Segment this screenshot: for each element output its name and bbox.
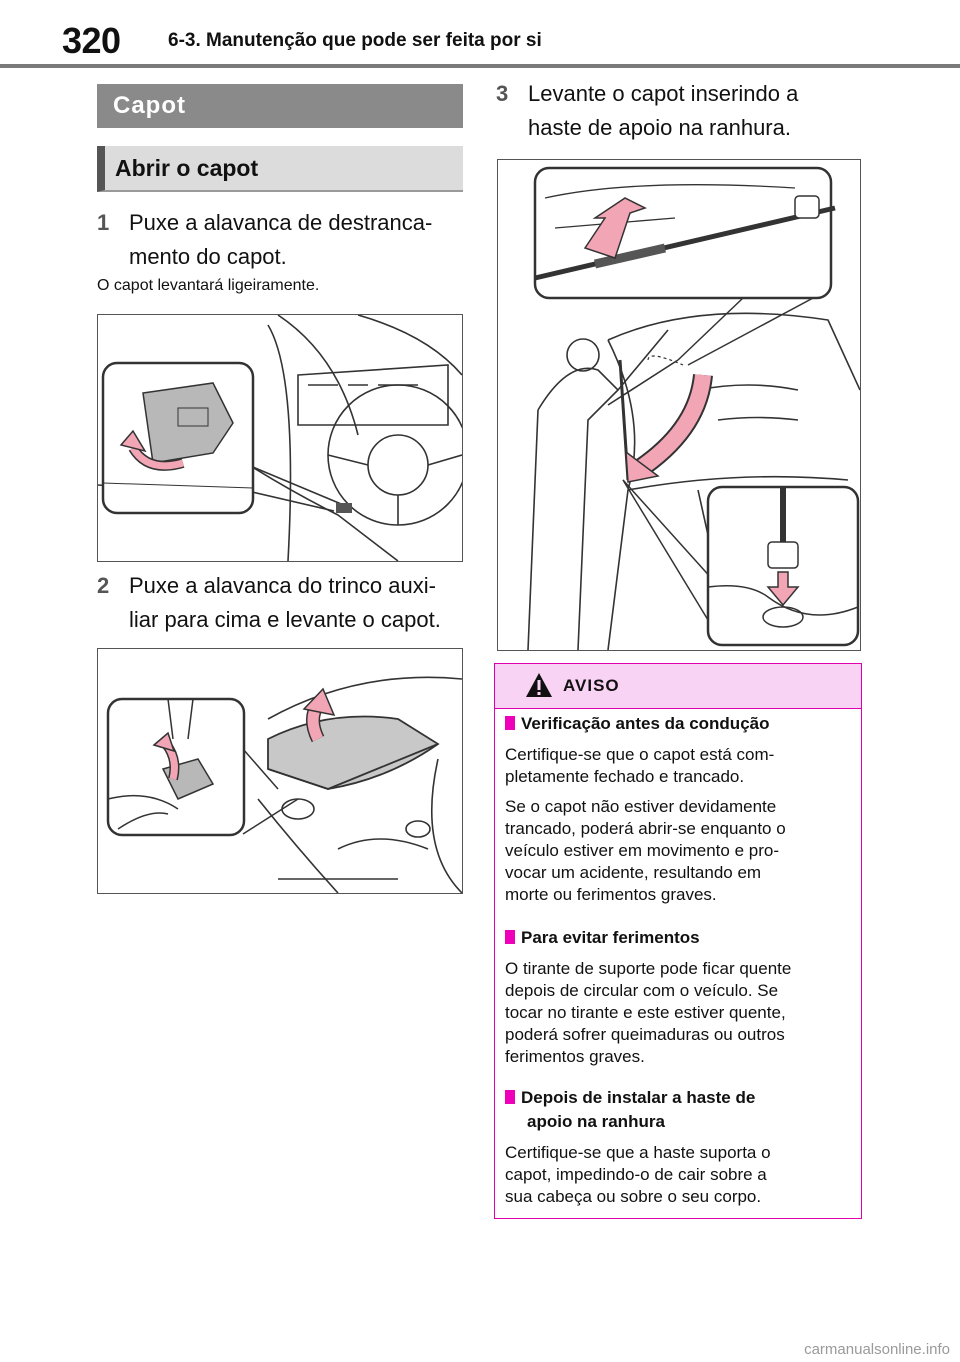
warning-paragraph: O tirante de suporte pode ficar quente d… <box>505 958 855 1068</box>
step-text-line: haste de apoio na ranhura. <box>528 115 791 140</box>
step-3: 3 Levante o capot inserindo a haste de a… <box>496 77 862 145</box>
header-rule <box>0 64 960 68</box>
warning-paragraph: Certifique-se que a haste suporta o capo… <box>505 1142 855 1208</box>
paragraph-line: ferimentos graves. <box>505 1047 645 1066</box>
step-text-line: liar para cima e levante o capot. <box>129 607 441 632</box>
paragraph-line: Se o capot não estiver devidamente <box>505 797 777 816</box>
heading-text: Para evitar ferimentos <box>521 928 700 947</box>
step-number: 3 <box>496 81 509 106</box>
figure-auxiliary-latch <box>97 648 463 894</box>
bullet-square-icon <box>505 930 515 944</box>
step-text-line: mento do capot. <box>129 244 287 269</box>
paragraph-line: vocar um acidente, resultando em <box>505 863 762 882</box>
paragraph-line: Certifique-se que a haste suporta o <box>505 1143 771 1162</box>
step-number: 1 <box>97 210 110 235</box>
warning-header: AVISO <box>495 664 861 709</box>
step-number: 2 <box>97 573 110 598</box>
heading-text: Verificação antes da condução <box>521 714 770 733</box>
step-note: O capot levantará ligeiramente. <box>97 277 320 294</box>
footer-watermark: carmanualsonline.info <box>804 1341 950 1358</box>
paragraph-line: trancado, poderá abrir-se enquanto o <box>505 819 786 838</box>
paragraph-line: tocar no tirante e este estiver quente, <box>505 1003 786 1022</box>
section-title: Capot <box>97 84 463 128</box>
warning-item-heading: Depois de instalar a haste de <box>505 1086 755 1110</box>
paragraph-line: Certifique-se que o capot está com- <box>505 745 775 764</box>
step-text-line: Puxe a alavanca do trinco auxi- <box>129 573 436 598</box>
warning-item-heading: Para evitar ferimentos <box>505 926 700 950</box>
bullet-square-icon <box>505 1090 515 1104</box>
running-title: 6-3. Manutenção que pode ser feita por s… <box>168 30 542 51</box>
warning-triangle-icon <box>525 672 553 703</box>
figure-hood-release-lever <box>97 314 463 562</box>
paragraph-line: veículo estiver em movimento e pro- <box>505 841 779 860</box>
step-2: 2 Puxe a alavanca do trinco auxi- liar p… <box>97 569 463 637</box>
bullet-square-icon <box>505 716 515 730</box>
warning-label: AVISO <box>563 676 620 695</box>
heading-text: Depois de instalar a haste de <box>521 1088 756 1107</box>
paragraph-line: capot, impedindo-o de cair sobre a <box>505 1165 767 1184</box>
paragraph-line: O tirante de suporte pode ficar quente <box>505 959 792 978</box>
paragraph-line: pletamente fechado e trancado. <box>505 767 745 786</box>
warning-item-heading-cont: apoio na ranhura <box>527 1112 665 1131</box>
paragraph-line: sua cabeça ou sobre o seu corpo. <box>505 1187 762 1206</box>
warning-paragraph: Se o capot não estiver devidamente tranc… <box>505 796 855 906</box>
warning-item-heading: Verificação antes da condução <box>505 712 769 736</box>
paragraph-line: morte ou ferimentos graves. <box>505 885 717 904</box>
paragraph-line: depois de circular com o veículo. Se <box>505 981 779 1000</box>
warning-box: AVISO Verificação antes da condução Cert… <box>494 663 862 1219</box>
subsection-title: Abrir o capot <box>97 146 463 192</box>
paragraph-line: poderá sofrer queimaduras ou outros <box>505 1025 785 1044</box>
warning-paragraph: Certifique-se que o capot está com- plet… <box>505 744 855 788</box>
step-1: 1 Puxe a alavanca de destranca- mento do… <box>97 206 463 274</box>
figure-support-rod <box>497 159 861 651</box>
step-text-line: Puxe a alavanca de destranca- <box>129 210 433 235</box>
page-number: 320 <box>62 20 121 61</box>
step-text-line: Levante o capot inserindo a <box>528 81 799 106</box>
